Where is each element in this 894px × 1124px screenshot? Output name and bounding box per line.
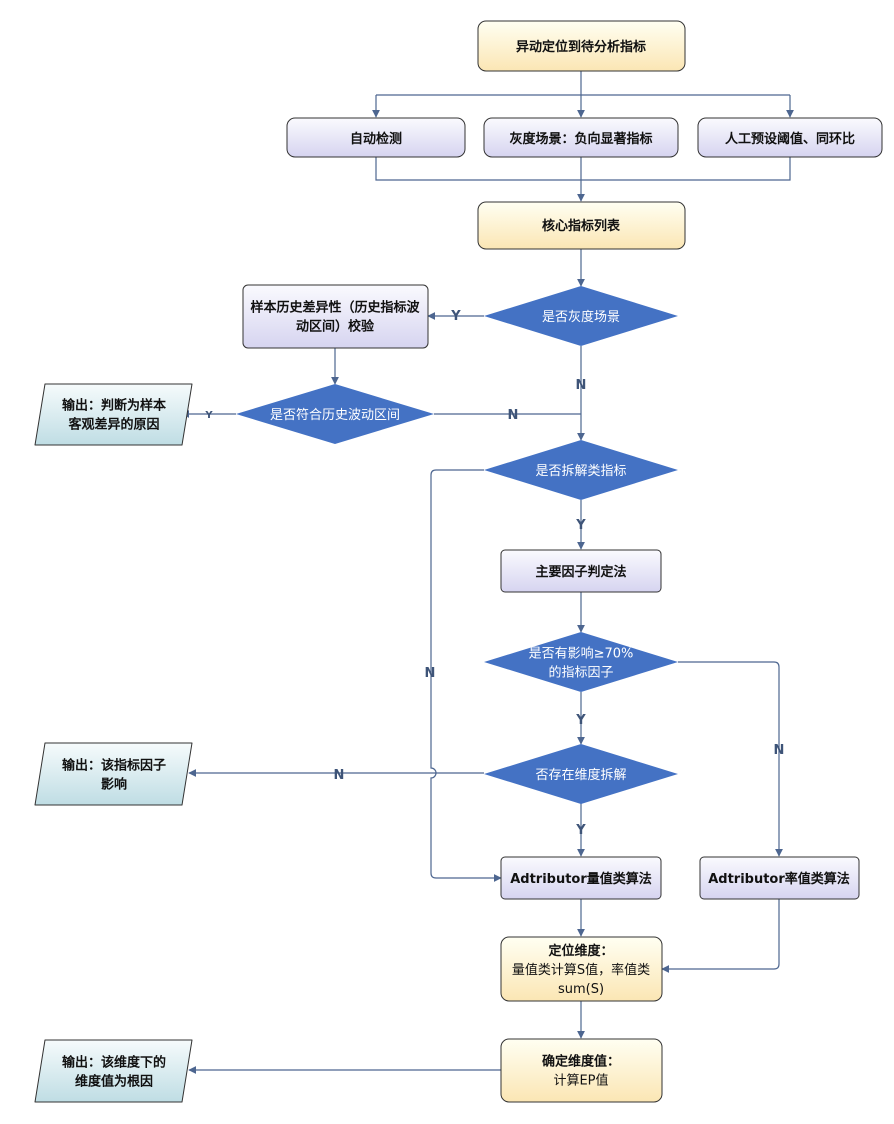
node-core-list	[477, 201, 686, 250]
node-output-root	[34, 1039, 193, 1103]
node-adtributor-volume	[500, 856, 662, 900]
auto-detect-text-line-1: 自动检测	[350, 131, 402, 147]
output-root-text-line-1: 输出：该维度下的	[62, 1055, 166, 1071]
label-has70-yes: Y	[575, 713, 586, 728]
label-dim-yes: Y	[575, 823, 586, 838]
label-gray-yes: Y	[450, 309, 461, 324]
node-output-objective	[34, 383, 193, 446]
node-start	[477, 20, 686, 72]
shapes	[34, 20, 883, 1103]
has-70-text-line-2: 的指标因子	[548, 665, 613, 681]
node-is-decomposable	[484, 440, 678, 500]
node-auto-detect	[286, 117, 466, 158]
node-adtributor-rate	[699, 856, 860, 900]
gray-scene-text-line-1: 灰度场景：负向显著指标	[509, 131, 652, 147]
label-dim-no: N	[334, 768, 345, 783]
has-70-text-line-1: 是否有影响≥70%	[529, 646, 634, 662]
edge-sources-merge	[375, 157, 791, 181]
node-main-factor	[500, 549, 662, 593]
has-dimension-text-line-1: 否存在维度拆解	[535, 767, 626, 783]
node-determine-val	[500, 1038, 663, 1103]
node-history-check	[242, 284, 429, 349]
in-range-text-line-1: 是否符合历史波动区间	[270, 407, 400, 423]
edge-has70-no	[678, 661, 783, 857]
edge-start-fanout	[376, 71, 790, 96]
output-factor-text-line-1: 输出：该指标因子	[62, 758, 166, 774]
output-root-text-line-2: 维度值为根因	[75, 1074, 153, 1090]
label-range-no: N	[508, 408, 519, 423]
is-gray-text-line-1: 是否灰度场景	[542, 309, 620, 325]
edge-labels: Y N Y N N Y Y N N Y	[204, 309, 784, 838]
history-check-text-line-2: 动区间）校验	[296, 319, 375, 335]
history-check-text-line-1: 样本历史差异性（历史指标波	[250, 300, 420, 316]
core-list-text-line-1: 核心指标列表	[542, 218, 621, 234]
node-locate-dim	[500, 936, 663, 1002]
edge-rate-to-locate	[661, 899, 780, 973]
edges	[181, 71, 794, 1074]
node-in-range	[236, 384, 434, 444]
node-output-factor	[34, 742, 193, 806]
locate-dim-text-line-3: sum(S)	[558, 982, 604, 997]
locate-dim-text-line-2: 量值类计算S值，率值类	[512, 962, 650, 978]
manual-threshold-text-line-1: 人工预设阈值、同环比	[725, 131, 855, 147]
output-objective-text-line-2: 客观差异的原因	[68, 417, 159, 433]
main-factor-text-line-1: 主要因子判定法	[535, 564, 626, 580]
label-decomp-no: N	[425, 666, 436, 681]
edge-decomp-no	[430, 469, 502, 882]
label-decomp-yes: Y	[575, 518, 586, 533]
label-range-yes: Y	[204, 410, 213, 421]
label-has70-no: N	[774, 743, 785, 758]
adtributor-rate-text-line-1: Adtributor率值类算法	[708, 871, 850, 887]
output-factor-text-line-2: 影响	[101, 777, 127, 793]
node-manual-threshold	[697, 117, 883, 158]
label-gray-no: N	[576, 378, 587, 393]
start-text-line-1: 异动定位到待分析指标	[516, 39, 646, 55]
locate-dim-text-line-1: 定位维度：	[547, 943, 613, 959]
determine-val-text-line-2: 计算EP值	[553, 1073, 608, 1089]
output-objective-text-line-1: 输出：判断为样本	[62, 398, 166, 414]
adtributor-volume-text-line-1: Adtributor量值类算法	[510, 871, 652, 887]
determine-val-text-line-1: 确定维度值：	[542, 1054, 620, 1070]
node-has-dimension	[484, 744, 678, 804]
node-gray-scene	[483, 117, 679, 158]
node-is-gray	[484, 286, 678, 346]
node-has-70	[484, 632, 678, 692]
is-decomposable-text-line-1: 是否拆解类指标	[535, 464, 626, 479]
